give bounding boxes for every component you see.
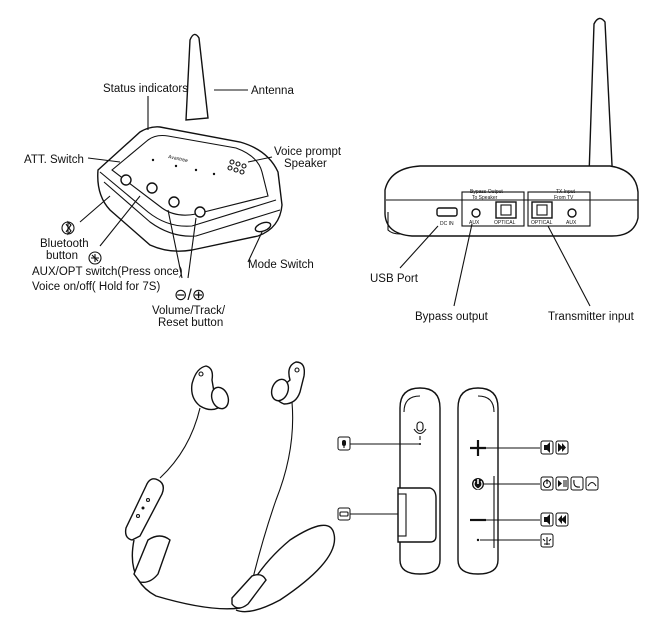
transmitter-front-view: Avantree Status indicators Antenna ATT: [24, 33, 342, 329]
transmitter-back-view: DC IN Bypass Output To Speaker AUX OPTIC…: [370, 17, 639, 323]
mode-switch[interactable]: [254, 221, 272, 234]
bypass-aux-text: AUX: [469, 220, 480, 226]
transmitter-body: [97, 126, 283, 252]
pod-indicator-led: [476, 538, 480, 542]
microphone-icon: [337, 436, 351, 451]
dc-in-text: DC IN: [440, 221, 454, 227]
aux-opt-button[interactable]: [146, 182, 158, 194]
left-pod: [399, 387, 441, 575]
inline-remote[interactable]: [124, 478, 165, 541]
speaker-grille: [227, 159, 247, 175]
aux-opt-icon: [88, 251, 102, 265]
play-pause-icon: [555, 476, 569, 491]
label-usb-port: USB Port: [370, 273, 419, 285]
label-antenna: Antenna: [251, 85, 294, 97]
bypass-output-text-2: To Speaker: [472, 195, 498, 201]
neckband-pods-detail: [337, 387, 599, 575]
charging-port-icon: [337, 507, 351, 521]
neckband: [131, 524, 336, 613]
charging-port-cover[interactable]: [397, 487, 437, 543]
tx-input-text-1: TX Input: [556, 189, 576, 195]
tx-optical-text: OPTICAL: [531, 220, 553, 226]
indicator-light-icon: [540, 533, 554, 548]
bypass-optical-port[interactable]: [495, 201, 517, 219]
right-cable: [249, 401, 294, 591]
label-bluetooth-2: button: [46, 250, 78, 262]
next-track-icon: [555, 440, 569, 455]
power-icon: [540, 476, 554, 491]
tx-input-text-2: From TV: [554, 195, 574, 201]
tx-optical-port[interactable]: [531, 201, 553, 219]
body-edge: [99, 171, 277, 227]
left-battery-pod: [133, 535, 171, 584]
bypass-output-text-1: Bypass Output: [470, 189, 503, 195]
right-battery-pod: [231, 573, 267, 609]
antenna-back: [587, 17, 615, 207]
label-att-switch: ATT. Switch: [24, 154, 84, 166]
status-indicator-leds: [151, 158, 216, 176]
bypass-optical-text: OPTICAL: [494, 220, 516, 226]
label-bypass-output: Bypass output: [415, 311, 489, 323]
tx-input-box: [527, 191, 591, 227]
right-earbud: [270, 361, 306, 405]
antenna: [185, 33, 209, 121]
pod-plus-button[interactable]: [470, 440, 486, 456]
transmitter-back-body: [384, 165, 639, 237]
label-bluetooth-1: Bluetooth: [40, 238, 89, 250]
answer-call-icon: [570, 476, 584, 491]
pod-microphone-icon: [413, 421, 427, 440]
label-voice-prompt: Voice prompt: [274, 146, 342, 158]
volume-minus-button[interactable]: [168, 196, 180, 208]
label-speaker: Speaker: [284, 158, 327, 170]
bluetooth-button[interactable]: [120, 174, 132, 186]
pod-power-button[interactable]: [472, 478, 484, 490]
volume-down-icon: [540, 512, 554, 527]
brand-text: Avantree: [168, 154, 189, 164]
bluetooth-icon: [61, 220, 75, 236]
tx-aux-jack[interactable]: [567, 208, 577, 218]
top-panel: [111, 134, 269, 216]
label-status-indicators: Status indicators: [103, 83, 188, 95]
label-volume-1: Volume/Track/: [152, 305, 226, 317]
previous-track-icon: [555, 512, 569, 527]
label-aux-opt-switch: AUX/OPT switch(Press once): [32, 266, 183, 278]
usb-port[interactable]: [436, 207, 458, 217]
left-cable: [159, 407, 201, 479]
volume-up-icon: [540, 440, 554, 455]
bypass-output-box: [461, 191, 525, 227]
end-call-icon: [585, 476, 599, 491]
neckband-headphones: [124, 361, 336, 613]
label-voice-on-off: Voice on/off( Hold for 7S): [32, 281, 160, 293]
tx-aux-text: AUX: [566, 220, 577, 226]
volume-plus-button[interactable]: [194, 206, 206, 218]
label-volume-2: Reset button: [158, 317, 223, 329]
label-mode-switch: Mode Switch: [248, 259, 314, 271]
label-minus-plus: ⊖/⊕: [174, 287, 205, 304]
label-transmitter-input: Transmitter input: [548, 311, 635, 323]
bypass-aux-jack[interactable]: [471, 208, 481, 218]
left-earbud: [190, 365, 230, 411]
